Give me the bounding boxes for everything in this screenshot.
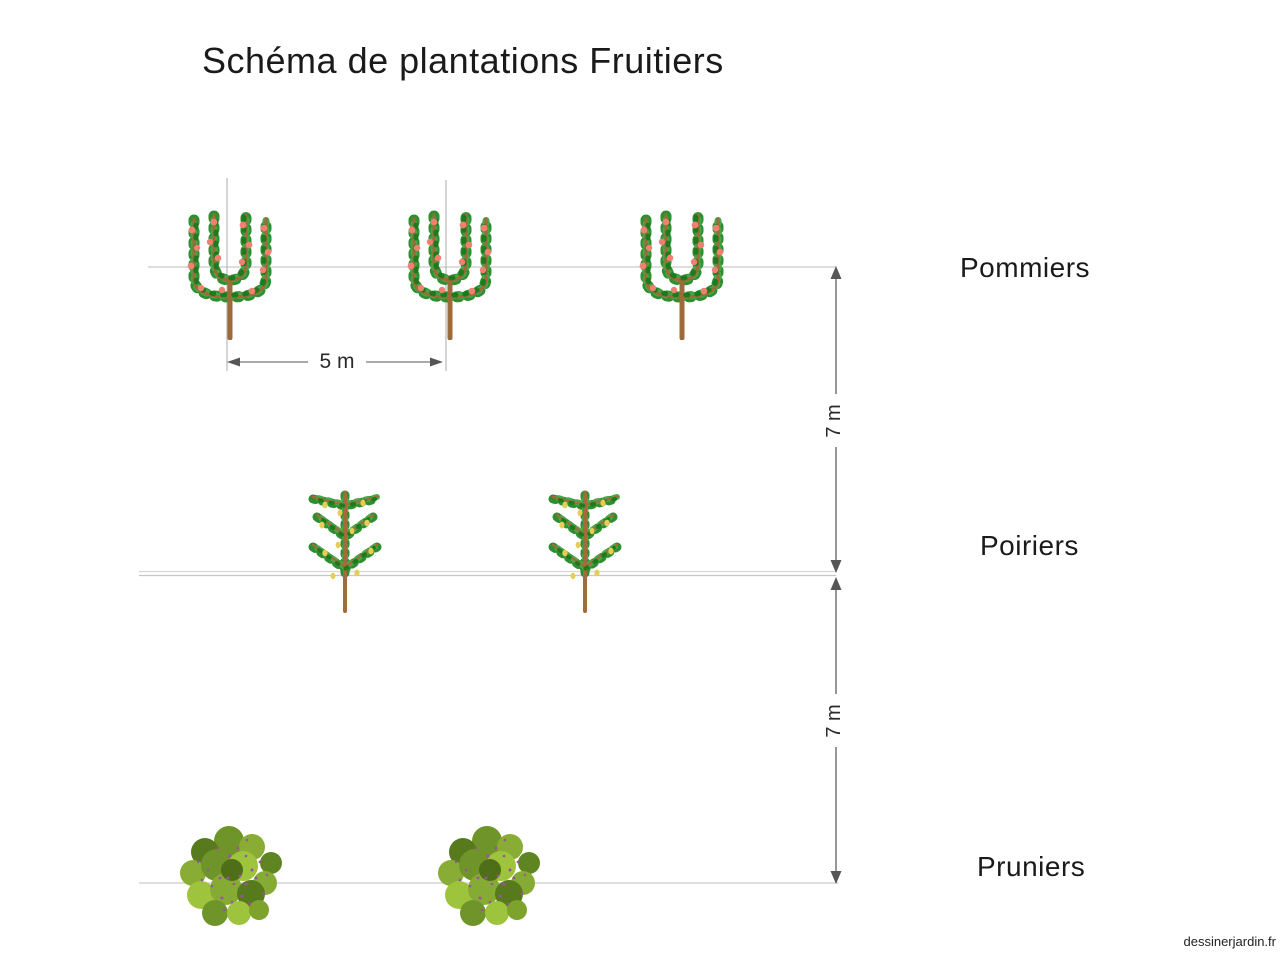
plum-bush-icon — [172, 818, 292, 938]
row-label-poiriers: Poiriers — [980, 530, 1079, 561]
apple-espalier-tree-icon — [622, 200, 742, 340]
row-spacing-label-1: 7 m — [823, 404, 845, 438]
row-label-pruniers: Pruniers — [977, 851, 1086, 882]
extension-lines — [226, 178, 447, 371]
pear-palmette-tree-icon — [535, 483, 635, 613]
apple-espalier-tree-icon — [390, 200, 510, 340]
site-credit: dessinerjardin.fr — [1183, 934, 1277, 949]
diagram-title: Schéma de plantations Fruitiers — [202, 40, 724, 81]
tree-spacing-label: 5 m — [319, 350, 355, 373]
apple-espalier-tree-icon — [170, 200, 290, 340]
row-spacing-label-2: 7 m — [823, 704, 845, 738]
plum-bush-icon — [430, 818, 550, 938]
row-label-pommiers: Pommiers — [960, 252, 1091, 283]
pear-palmette-tree-icon — [295, 483, 395, 613]
